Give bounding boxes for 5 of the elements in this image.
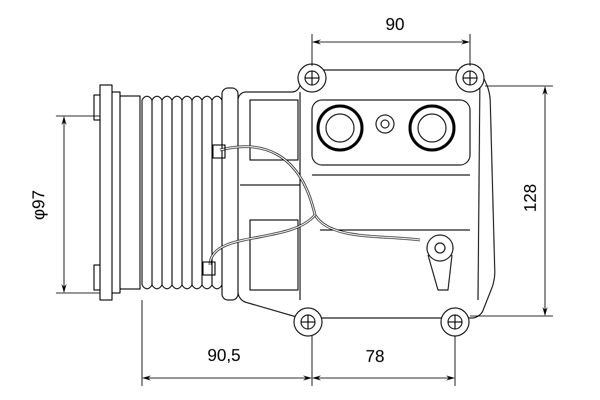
dimension-label: 128 (524, 184, 536, 211)
dimension-label: 90,5 (208, 348, 240, 364)
dimension-label: 90 (386, 18, 404, 30)
dimension-label: 78 (366, 350, 384, 362)
dimension-label: φ97 (32, 190, 48, 220)
